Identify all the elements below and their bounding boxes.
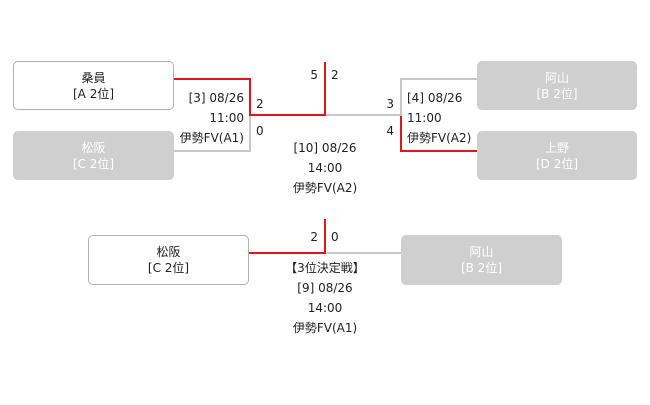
team-name: 松阪	[156, 245, 181, 259]
team-seed: [D 2位]	[535, 156, 579, 171]
team-box-ayama[interactable]: 阿山 [B 2位]	[477, 61, 637, 110]
final-score-left: 5	[310, 68, 318, 82]
team-seed: [C 2位]	[147, 261, 190, 275]
third-score-right: 0	[331, 230, 339, 244]
team-box-matsusaka-third[interactable]: 松阪 [C 2位]	[88, 235, 249, 285]
team-name: 桑員	[81, 70, 106, 85]
match-number: [9] 08/26	[297, 281, 353, 295]
team-seed: [A 2位]	[72, 86, 115, 101]
bracket-line-winner	[174, 78, 251, 80]
match-info-semifinal-right: [4] 08/26 11:00 伊勢FV(A2)	[407, 88, 471, 148]
bracket-line-loser	[400, 78, 402, 116]
team-box-kuwain[interactable]: 桑員 [A 2位]	[13, 61, 174, 110]
team-box-ueno[interactable]: 上野 [D 2位]	[477, 131, 637, 180]
score-bottom: 0	[256, 124, 264, 138]
match-time: 11:00	[209, 111, 244, 125]
bracket-line-third-winner	[249, 252, 326, 254]
final-score-right: 2	[331, 68, 339, 82]
match-number: [4] 08/26	[407, 91, 463, 105]
match-info-third-place: 【3位決定戦】 [9] 08/26 14:00 伊勢FV(A1)	[255, 258, 395, 338]
match-info-final: [10] 08/26 14:00 伊勢FV(A2)	[265, 138, 385, 198]
match-info-semifinal-left: [3] 08/26 11:00 伊勢FV(A1)	[160, 88, 244, 148]
bracket-line-third-place	[324, 219, 326, 254]
team-seed: [B 2位]	[460, 261, 503, 275]
match-venue: 伊勢FV(A2)	[407, 131, 472, 145]
team-seed: [C 2位]	[72, 156, 115, 171]
team-name: 松阪	[81, 140, 106, 155]
team-seed: [B 2位]	[536, 86, 578, 101]
score-top: 2	[256, 97, 264, 111]
match-venue: 伊勢FV(A1)	[292, 321, 358, 335]
team-name: 阿山	[544, 70, 569, 85]
bracket-line-third-loser	[326, 252, 401, 254]
match-time: 14:00	[307, 301, 343, 315]
match-number: [10] 08/26	[293, 141, 357, 155]
bracket-line-winner	[249, 78, 251, 116]
match-venue: 伊勢FV(A1)	[179, 131, 244, 145]
match-time: 14:00	[307, 161, 343, 175]
bracket-line-loser	[174, 150, 251, 152]
bracket-line-winner	[400, 150, 477, 152]
team-box-matsusaka[interactable]: 松阪 [C 2位]	[13, 131, 174, 180]
match-time: 11:00	[407, 111, 442, 125]
bracket-line-loser	[400, 78, 477, 80]
bracket-line-champion	[324, 62, 326, 116]
bracket-line-loser	[249, 116, 251, 152]
bracket-line-final-left	[249, 114, 326, 116]
bracket-line-winner	[400, 116, 402, 152]
team-box-ayama-third[interactable]: 阿山 [B 2位]	[401, 235, 562, 285]
team-name: 阿山	[469, 245, 494, 259]
match-venue: 伊勢FV(A2)	[292, 181, 358, 195]
match-number: [3] 08/26	[188, 91, 244, 105]
team-name: 上野	[544, 140, 569, 155]
third-score-left: 2	[310, 230, 318, 244]
bracket-line-final-right	[326, 114, 402, 116]
score-top: 3	[386, 97, 394, 111]
match-title: 【3位決定戦】	[285, 261, 365, 275]
score-bottom: 4	[386, 124, 394, 138]
